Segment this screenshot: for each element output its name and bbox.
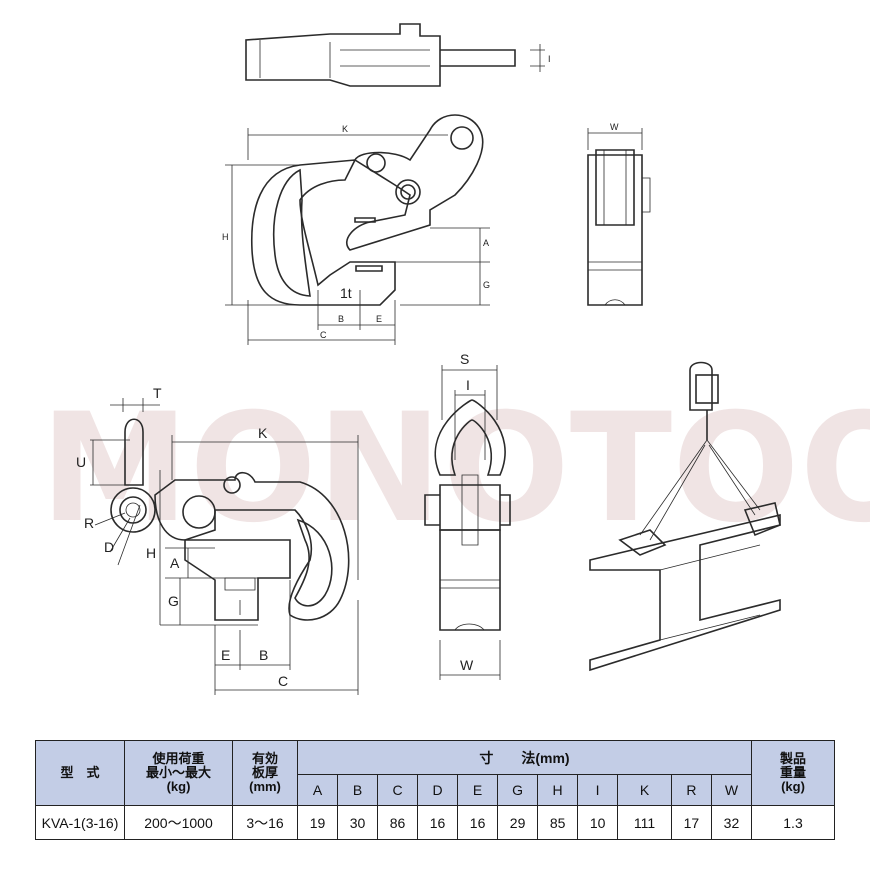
table-row: KVA-1(3-16) 200～1000 3～16 19 30 86 16 16… [35, 805, 835, 840]
cell-h: 85 [537, 805, 579, 840]
col-r: R [670, 774, 712, 806]
capacity-mark: 1t [340, 285, 352, 301]
col-d: D [417, 774, 459, 806]
col-b: B [337, 774, 379, 806]
cell-e: 16 [457, 805, 499, 840]
col-c: C [377, 774, 419, 806]
col-h: H [537, 774, 579, 806]
dim-label-i: I [466, 377, 470, 393]
dim-label-i-top: I [548, 54, 551, 64]
col-g: G [497, 774, 539, 806]
dim-label-k: K [258, 425, 268, 441]
dim-label-u: U [76, 454, 86, 470]
dim-label-g-top: G [483, 280, 490, 290]
spec-table: 型 式 使用荷重 最小～最大 (kg) 有効 板厚 (mm) 寸 法(mm) 製… [35, 740, 835, 840]
cell-thickness: 3～16 [232, 805, 298, 840]
dim-label-h: H [146, 545, 156, 561]
top-side-view: K 1t H A G B E C [222, 114, 490, 345]
dim-label-d: D [104, 539, 114, 555]
col-e: E [457, 774, 499, 806]
cell-i: 10 [577, 805, 619, 840]
dim-label-b-top: B [338, 314, 344, 324]
header-thickness-line1: 有効 [251, 751, 278, 766]
col-a: A [296, 774, 339, 806]
header-weight-line3: (kg) [781, 779, 805, 794]
header-thickness-line2: 板厚 [251, 765, 278, 780]
dim-label-a-top: A [483, 238, 489, 248]
dim-label-c-top: C [320, 330, 327, 340]
dim-label-e: E [221, 647, 230, 663]
dim-label-s: S [460, 351, 469, 367]
technical-drawing: MONOTOOL I K 1t H A G B E C [40, 23, 870, 695]
dim-label-b: B [259, 647, 268, 663]
dim-label-h-top: H [222, 232, 229, 242]
dim-label-w-top: W [610, 122, 619, 132]
dim-label-e-top: E [376, 314, 382, 324]
col-k: K [617, 774, 672, 806]
header-load-line2: 最小～最大 [145, 765, 211, 780]
cell-k: 111 [617, 805, 672, 840]
header-model: 型 式 [35, 740, 125, 806]
cell-model: KVA-1(3-16) [35, 805, 125, 840]
header-load-line1: 使用荷重 [152, 751, 205, 766]
header-thickness: 有効 板厚 (mm) [232, 740, 298, 806]
header-weight-line2: 重量 [779, 765, 806, 780]
dim-label-g: G [168, 593, 179, 609]
col-i: I [577, 774, 619, 806]
dim-label-k-top: K [342, 124, 348, 134]
bottom-front-view: S I W [424, 351, 511, 680]
cell-r: 17 [670, 805, 712, 840]
cell-load: 200～1000 [124, 805, 233, 840]
dim-label-w: W [460, 657, 474, 673]
usage-illustration [589, 361, 781, 672]
cell-b: 30 [337, 805, 379, 840]
header-load: 使用荷重 最小～最大 (kg) [124, 740, 233, 806]
header-load-line3: (kg) [166, 779, 191, 794]
cell-w: 32 [710, 805, 753, 840]
col-w: W [710, 774, 753, 806]
dim-label-r: R [84, 515, 94, 531]
header-weight: 製品 重量 (kg) [751, 740, 835, 806]
cell-d: 16 [417, 805, 459, 840]
top-front-view: W [587, 122, 651, 306]
header-dims: 寸 法(mm) [297, 740, 752, 775]
cell-c: 86 [377, 805, 419, 840]
dim-label-a: A [170, 555, 180, 571]
cell-g: 29 [497, 805, 539, 840]
header-weight-line1: 製品 [779, 751, 806, 766]
cell-weight: 1.3 [751, 805, 835, 840]
cell-a: 19 [296, 805, 339, 840]
top-plan-view: I [245, 23, 551, 87]
bottom-side-view: T U R D K H A G E B C [76, 385, 359, 695]
dim-label-c: C [278, 673, 288, 689]
dim-label-t: T [153, 385, 162, 401]
header-thickness-line3: (mm) [249, 779, 281, 794]
